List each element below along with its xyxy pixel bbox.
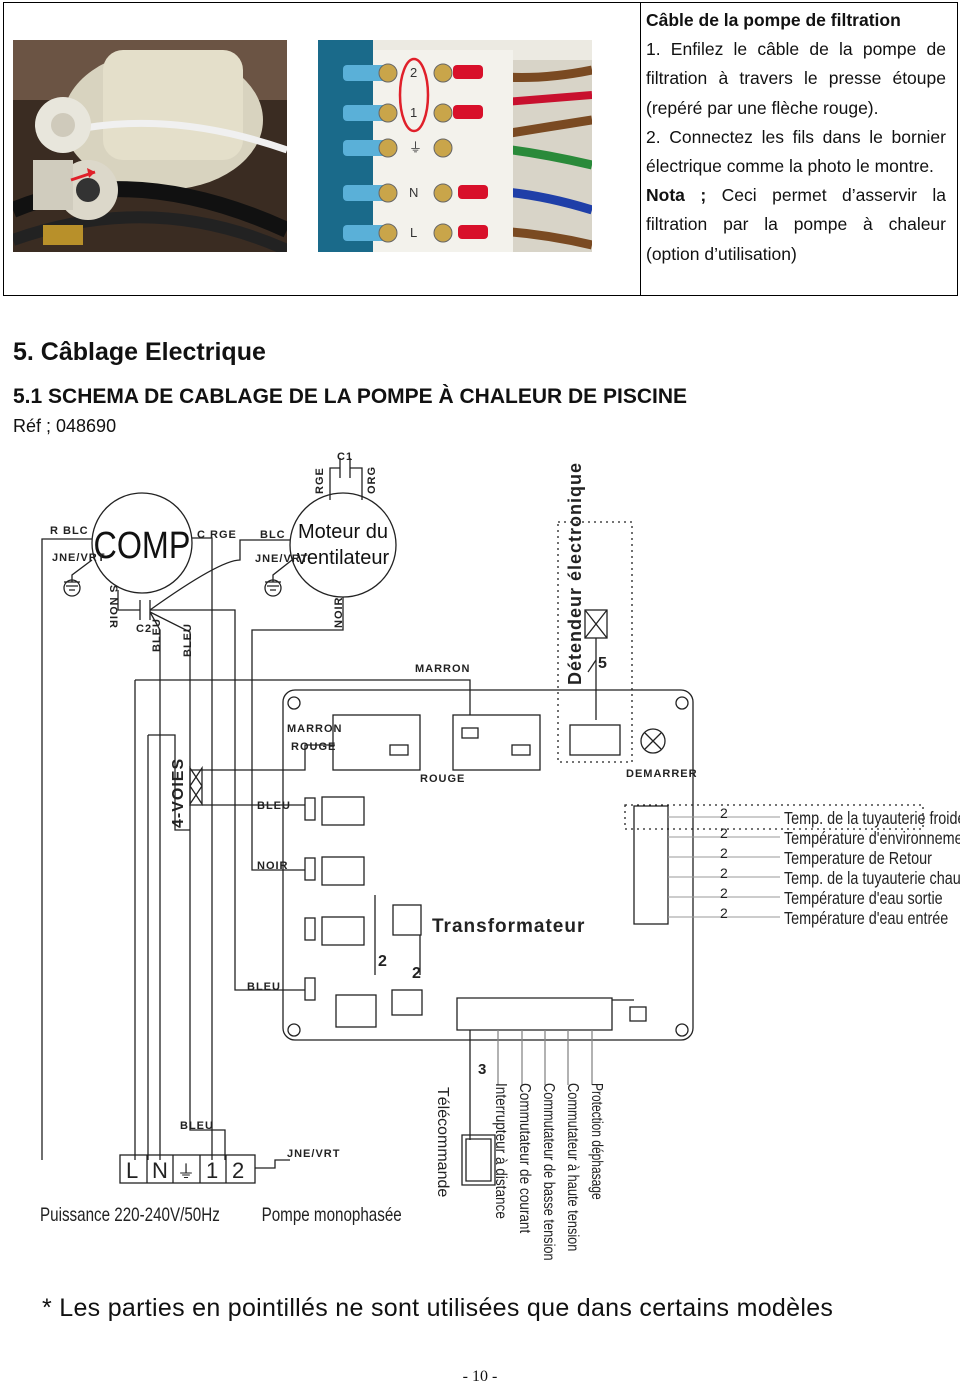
label-r-blc: R BLC: [50, 525, 89, 537]
filtration-instructions: Câble de la pompe de filtration 1. Enfil…: [646, 6, 946, 269]
nota: Nota ; Ceci permet d’asservir la filtrat…: [646, 181, 946, 269]
label-2: 2: [720, 905, 728, 921]
label-jne-vrt: JNE/VRT: [287, 1148, 340, 1160]
label-2: 2: [720, 825, 728, 841]
label-transformer: Transformateur: [432, 916, 585, 937]
label-marron: MARRON: [287, 723, 343, 735]
label-c2: C2: [136, 623, 152, 635]
power-terminal-block: [119, 1154, 256, 1184]
label-org: ORG: [366, 466, 378, 494]
sensor-label: Temperature de Retour: [784, 849, 932, 869]
footnote: * Les parties en pointillés ne sont util…: [42, 1294, 834, 1322]
terminal-n: N: [152, 1158, 168, 1183]
nota-text: Ceci permet d’asservir la filtration par…: [646, 185, 947, 264]
label-c1: C1: [337, 451, 353, 463]
label-noir: NOIR: [257, 860, 289, 872]
terminal-label: ⏚: [409, 140, 422, 155]
photo-cable-gland: [13, 40, 287, 252]
instructions-title: Câble de la pompe de filtration: [646, 10, 901, 30]
terminal-label: L: [410, 225, 417, 240]
wiring-diagram: COMP Moteur du ventilateur R BLC C RGE J…: [40, 451, 960, 1261]
label-blc: BLC: [260, 529, 286, 541]
fan-label-2: ventilateur: [297, 547, 390, 569]
label-bleu: BLEU: [247, 981, 281, 993]
photo-terminal-block: 2 1 ⏚ N L: [318, 40, 592, 252]
input-label: Protection déphasage: [589, 1083, 607, 1200]
label-demarrer: DEMARRER: [626, 768, 698, 780]
page-number: - 10 -: [462, 1368, 498, 1385]
label-bleu: BLEU: [257, 800, 291, 812]
sensor-label: Température d'eau entrée: [784, 909, 948, 929]
label-2: 2: [720, 885, 728, 901]
compressor-label: COMP: [94, 525, 191, 567]
label-2: 2: [720, 865, 728, 881]
terminal-2: 2: [232, 1158, 244, 1183]
input-label: Commutateur de basse tension: [540, 1083, 558, 1261]
label-expansion-valve: Détendeur électronique: [565, 462, 585, 685]
label-s-noir: S NOIR: [107, 585, 119, 629]
label-rouge: ROUGE: [420, 773, 465, 785]
label-2: 2: [378, 953, 388, 970]
sensor-label: Température d'eau sortie: [784, 889, 943, 909]
step-1: 1. Enfilez le câble de la pompe de filtr…: [646, 39, 946, 118]
terminal-1: 1: [206, 1158, 218, 1183]
terminal-label: 2: [410, 65, 417, 80]
input-label: Télécommande: [434, 1087, 451, 1197]
sensor-label: Temp. de la tuyauterie chaude: [784, 869, 960, 889]
label-2: 2: [720, 845, 728, 861]
label-c-rge: C RGE: [197, 529, 237, 541]
reference-number: Réf ; 048690: [13, 416, 117, 436]
label-rge: RGE: [314, 467, 326, 494]
label-jne-vrt: JNE/VRT: [255, 553, 308, 565]
highlight-circle: [398, 57, 430, 133]
nota-label: Nota ;: [646, 185, 707, 206]
label-2: 2: [720, 805, 728, 821]
power-label: Puissance 220-240V/50Hz: [40, 1203, 220, 1225]
input-label: Interrupteur à distance: [492, 1083, 509, 1219]
label-bleu: BLEU: [182, 623, 194, 657]
terminal-l: L: [126, 1158, 138, 1183]
section-subheading: 5.1 SCHEMA DE CABLAGE DE LA POMPE À CHAL…: [13, 385, 688, 408]
terminal-ground: ⏚: [177, 1162, 195, 1182]
sensor-label: Température d'environnement: [784, 829, 960, 849]
compressor-circle: [91, 492, 193, 594]
label-bleu: BLEU: [151, 618, 163, 652]
sensor-label: Temp. de la tuyauterie froide: [784, 809, 960, 829]
fan-label-1: Moteur du: [298, 521, 388, 543]
label-jne-vrt: JNE/VRT: [52, 552, 105, 564]
terminal-label: 1: [410, 105, 417, 120]
label-noir: NOIR: [333, 597, 345, 629]
control-board: [282, 689, 694, 1041]
section-heading: 5. Câblage Electrique: [13, 338, 266, 366]
label-marron: MARRON: [415, 663, 471, 675]
pump-label: Pompe monophasée: [262, 1203, 402, 1225]
terminal-label: N: [409, 185, 418, 200]
label-5: 5: [598, 655, 608, 672]
fan-motor-circle: [289, 492, 397, 598]
column-divider: [640, 3, 641, 295]
label-bleu: BLEU: [180, 1120, 214, 1132]
label-rouge: ROUGE: [291, 741, 336, 753]
step-2: 2. Connectez les fils dans le bornier él…: [646, 126, 946, 177]
label-2: 2: [412, 965, 422, 982]
filtration-cable-box: [3, 2, 958, 296]
input-label: Commutateur à haute tension: [564, 1083, 582, 1251]
label-3: 3: [478, 1061, 487, 1078]
input-label: Commutateur de courant: [516, 1083, 533, 1234]
label-4-way-valve: 4-VOIES: [170, 758, 187, 828]
